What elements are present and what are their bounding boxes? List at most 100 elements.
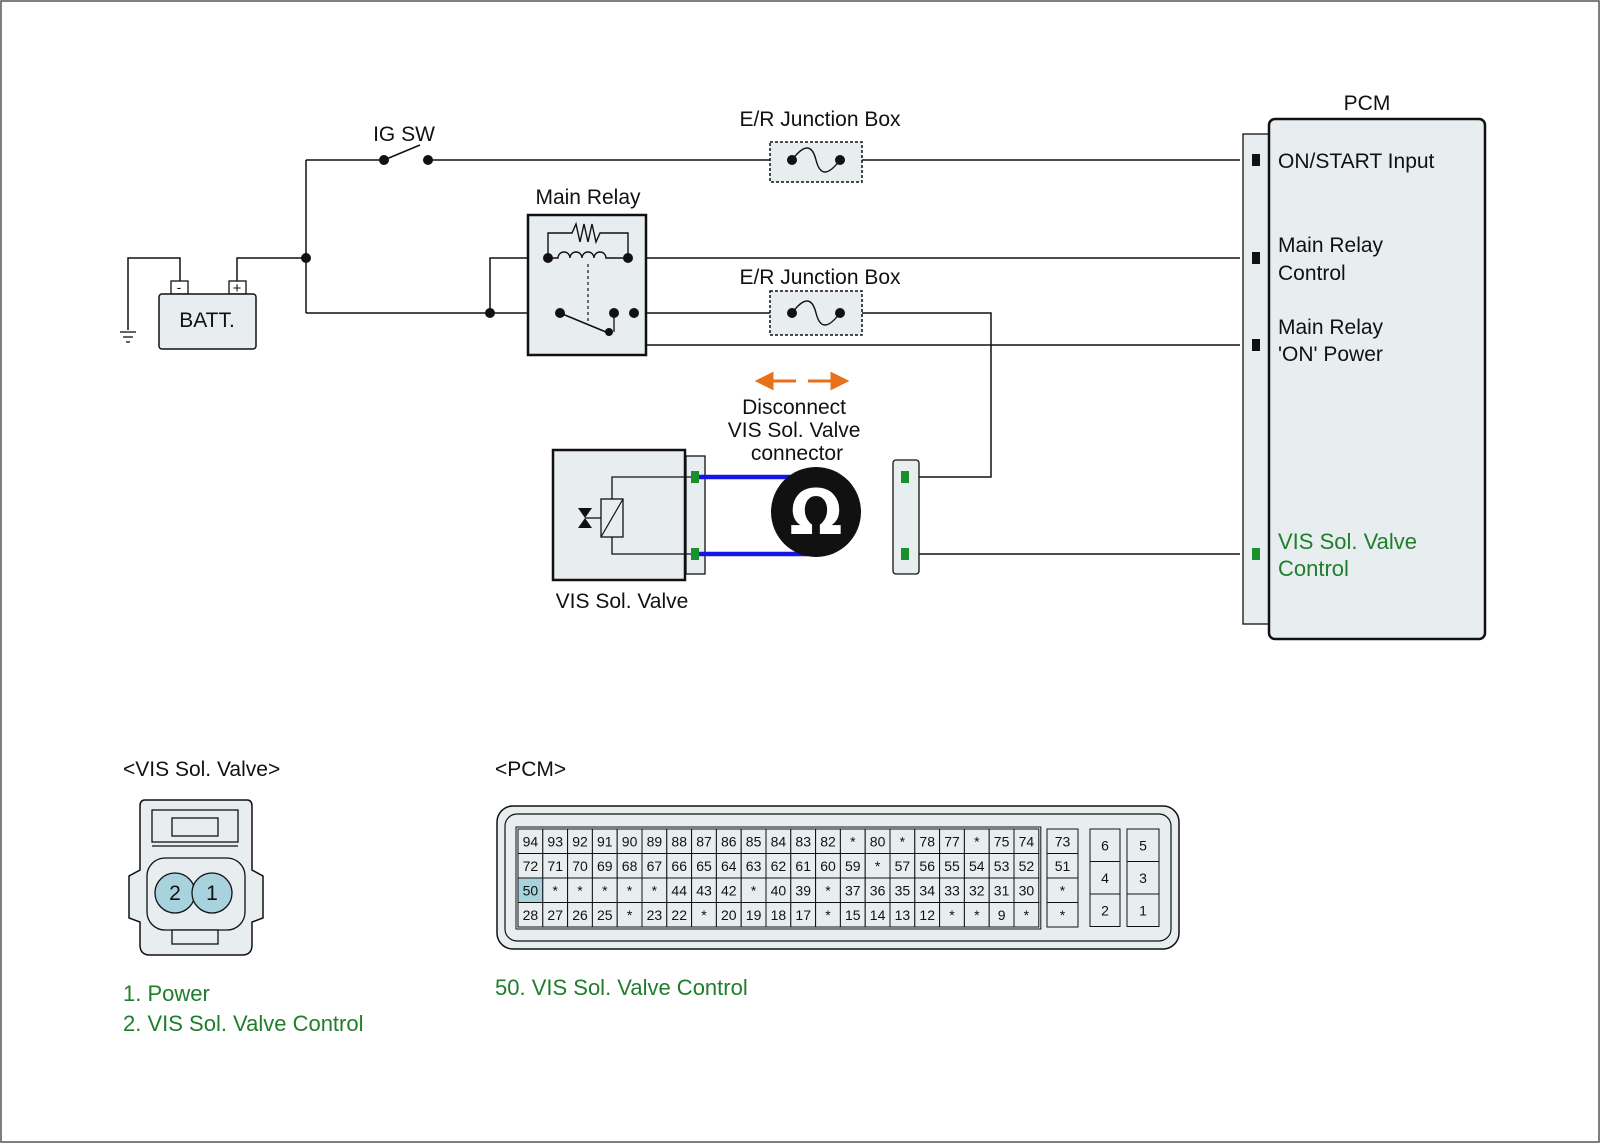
pcm-pin: 17 (795, 907, 811, 923)
pcm-terminal-relay-on-power (1252, 339, 1260, 351)
pcm-pin-cell (616, 828, 643, 854)
pcm-pin: 83 (795, 833, 811, 849)
pcm-pin-cell (1126, 861, 1160, 895)
vis-pin-1 (191, 872, 233, 914)
pcm-pin: 61 (795, 858, 811, 874)
pcm-pin: 37 (845, 882, 861, 898)
pcm-pin: * (577, 882, 583, 898)
pcm-input-relay-control: Main Relay Control (1278, 234, 1389, 285)
pcm-pin-cell (567, 902, 593, 928)
pcm-pin-cell (691, 853, 717, 879)
pcm-pin: 74 (1019, 833, 1035, 849)
pcm-pin-cell (963, 853, 990, 879)
pcm-pin-cell (517, 902, 544, 928)
pcm-pin-cell (815, 902, 841, 928)
pcm-pin-cell (542, 828, 569, 854)
pcm-pin: 73 (1055, 833, 1071, 849)
pcm-pin-cell (939, 853, 965, 879)
pcm-pin: 77 (944, 833, 960, 849)
pcm-connector-legend: 50. VIS Sol. Valve Control (495, 975, 748, 1000)
pcm-pin: 80 (870, 833, 886, 849)
pcm-pin-cell (542, 853, 569, 879)
pcm-pin-cell (616, 902, 643, 928)
pcm-pin: 66 (671, 858, 687, 874)
pcm-pin: 35 (895, 882, 911, 898)
jb-mid-label: E/R Junction Box (739, 266, 901, 289)
pcm-pin: * (949, 907, 955, 923)
pcm-pin-cell (815, 877, 841, 903)
battery: BATT. - + (158, 279, 257, 350)
pcm-pin: * (1024, 907, 1030, 923)
pcm-pin-cell (988, 902, 1015, 928)
pcm-pin-cell (517, 877, 544, 903)
pcm-pin-cell (963, 877, 990, 903)
pcm-pin-cell (1046, 828, 1079, 854)
pcm-pin-cell (715, 853, 742, 879)
pcm-main-block-frame (515, 826, 1042, 930)
pcm-pin: 93 (547, 833, 563, 849)
pcm-pin: 2 (1101, 902, 1109, 918)
pcm-pin: 22 (671, 907, 687, 923)
pcm-pin: 3 (1139, 870, 1147, 886)
pcm-pin-cell (740, 853, 767, 879)
pcm-pin-cell (765, 902, 792, 928)
batt-positive-wire (236, 257, 306, 281)
pcm-pin-cell (889, 902, 916, 928)
battery-label: BATT. (179, 309, 235, 332)
pcm-pin-cell (963, 828, 990, 854)
coil-icon (548, 251, 628, 259)
pcm-pin: 90 (622, 833, 638, 849)
pcm-pin: 69 (597, 858, 613, 874)
pcm-pin-cell (839, 902, 866, 928)
pcm-pin-cell (666, 853, 693, 879)
pcm-pin: * (850, 833, 856, 849)
pcm-pin: * (1060, 882, 1066, 898)
pcm-label: PCM (1344, 92, 1391, 115)
pcm-pin: 94 (523, 833, 539, 849)
vis-connector-legend: 1. Power 2. VIS Sol. Valve Control (123, 981, 364, 1036)
pcm-pin: 31 (994, 882, 1010, 898)
pcm-pin-cell (839, 877, 866, 903)
pcm-pin: * (627, 882, 633, 898)
pcm-pin: 33 (944, 882, 960, 898)
pcm-pin: * (751, 882, 757, 898)
jb-to-connector-wire (862, 312, 992, 478)
pcm-pin: 55 (944, 858, 960, 874)
valve-icon (578, 508, 592, 518)
wires (127, 159, 1240, 555)
pcm-pin: 91 (597, 833, 613, 849)
pcm-pin-cell (988, 877, 1015, 903)
pcm-pin: 84 (771, 833, 787, 849)
disconnect-arrows-icon (754, 371, 850, 391)
vis-pin-2-label: 2 (169, 882, 181, 905)
pcm-pin-cell (864, 853, 891, 879)
pcm-pin-cell (1089, 861, 1121, 895)
ground-icon (120, 331, 136, 343)
junction-box-middle: E/R Junction Box (739, 266, 901, 336)
pcm-pin: 63 (746, 858, 762, 874)
vis-pin-1-label: 1 (206, 882, 218, 905)
pcm-pin: 57 (895, 858, 911, 874)
pcm-pin: 68 (622, 858, 638, 874)
pcm-pin: 25 (597, 907, 613, 923)
jb-top-label: E/R Junction Box (739, 108, 901, 131)
ground-wire (127, 257, 181, 330)
pcm-pin: 28 (523, 907, 539, 923)
pcm-pin: 52 (1019, 858, 1035, 874)
pcm-pin: 75 (994, 833, 1010, 849)
pcm-pin: 88 (671, 833, 687, 849)
vis-sol-valve: VIS Sol. Valve (551, 448, 706, 613)
pcm-pin: 32 (969, 882, 985, 898)
ohm-symbol: Ω (790, 476, 843, 549)
pcm-pin-cell (1089, 893, 1121, 927)
pcm-pin: 51 (1055, 858, 1071, 874)
pcm-pin: 78 (919, 833, 935, 849)
valve-pin-1 (691, 471, 699, 483)
harness-pin-2 (901, 548, 909, 560)
pcm-pin: 54 (969, 858, 985, 874)
main-relay: Main Relay (526, 186, 648, 357)
pcm-pin-cell (1046, 853, 1079, 879)
